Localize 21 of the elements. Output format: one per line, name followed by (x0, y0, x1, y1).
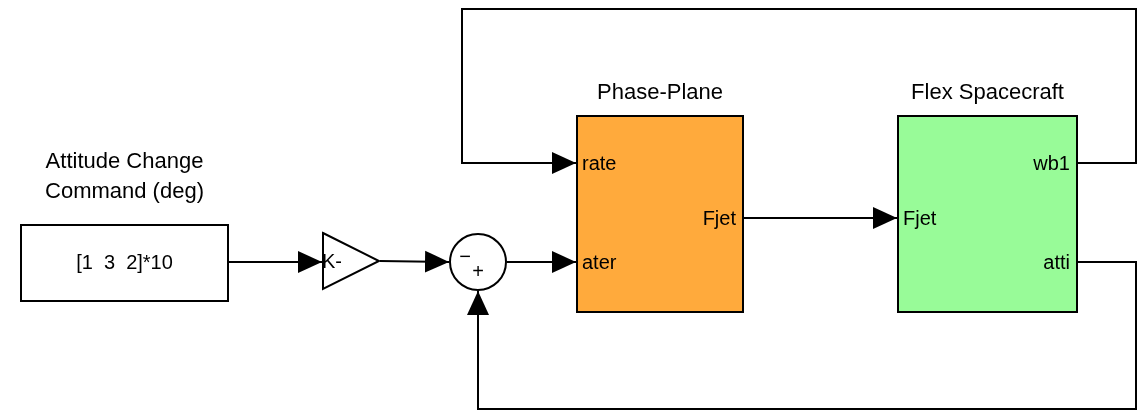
port-label: ater (582, 250, 618, 274)
feedback-arrow (461, 8, 1137, 174)
plus-sign: + (471, 259, 485, 283)
feedback-arrow (467, 261, 1137, 410)
block-title: Attitude Change Command (deg) (44, 147, 205, 205)
port-label: atti (1042, 250, 1070, 274)
port-label: Fjet (701, 206, 736, 230)
signal-arrow (228, 251, 323, 273)
constant-value: [1 3 2]*10 (75, 250, 174, 274)
signal-arrow (743, 207, 898, 229)
signal-arrow (506, 251, 577, 273)
port-label: wb1 (1032, 151, 1070, 175)
port-label: rate (582, 151, 618, 175)
gain-triangle (322, 232, 380, 290)
block-title: Flex Spacecraft (910, 78, 1065, 106)
minus-sign: − (458, 244, 472, 268)
block-title: Phase-Plane (596, 78, 724, 106)
gain-label: K- (322, 249, 343, 273)
signal-arrow (379, 250, 450, 273)
port-label: Fjet (903, 206, 938, 230)
sum-circle (449, 233, 507, 291)
